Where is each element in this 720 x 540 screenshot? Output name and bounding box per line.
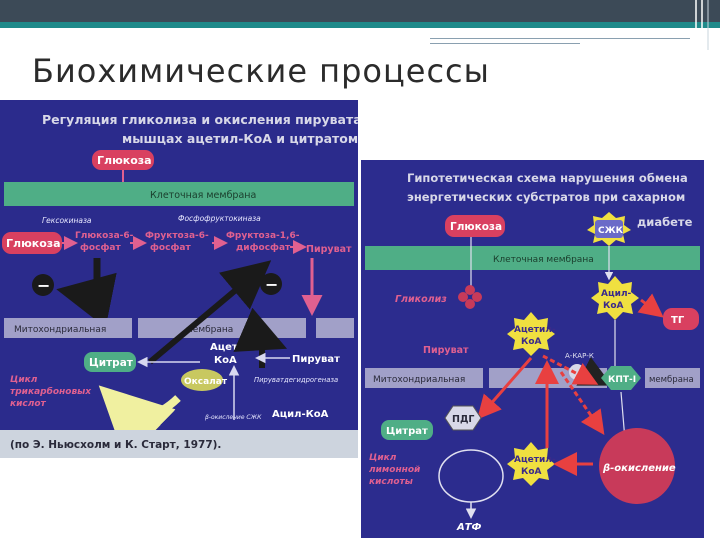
- right-heading-2: энергетических субстратов при сахарном: [407, 190, 685, 204]
- left-cell-membrane: [4, 182, 354, 206]
- right-diagram: Гипотетическая схема нарушения обмена эн…: [361, 160, 704, 538]
- right-mito-membrane-1: [365, 368, 483, 388]
- acetyl-coa-mid-label-2: КоА: [521, 337, 542, 347]
- right-mito-label: Митохондриальная: [373, 375, 465, 385]
- acyl-coa-star: [591, 276, 639, 320]
- left-heading-2: мышцах ацетил-КоА и цитратом: [122, 131, 358, 146]
- citrate-box: [84, 352, 136, 372]
- cpt-hexagon: [601, 366, 641, 390]
- tg-label: ТГ: [671, 315, 685, 326]
- beta-oxidation-circle: [599, 428, 675, 504]
- citation-label: (по Э. Ньюсхолм и К. Старт, 1977).: [10, 439, 221, 451]
- acetyl-coa-star-bottom: [507, 442, 555, 486]
- oxaloacetate-oval: [181, 369, 223, 391]
- citrate-inhibition-arrow: [148, 260, 272, 365]
- tca-label-3: кислот: [10, 399, 47, 409]
- corner-decoration: [695, 0, 709, 50]
- inhibition-symbol-right: −: [265, 275, 278, 294]
- pyruvate-mid-label: Пируват: [292, 354, 340, 365]
- glucose-top-box: [92, 150, 154, 170]
- f16bp-label-2: дифосфат: [236, 243, 291, 253]
- slide-title: Биохимические процессы: [32, 52, 490, 90]
- cycle-label-1: Цикл: [369, 453, 397, 463]
- cycle-label-3: кислоты: [369, 477, 413, 487]
- ffa-label: СЖК: [598, 226, 624, 236]
- acetyl-to-beta-arrow: [559, 371, 605, 435]
- pdh-hexagon: [444, 405, 482, 431]
- right-mito-membrane-3: [645, 368, 700, 388]
- acyl-coa-star-label-1: Ацил-: [601, 289, 632, 299]
- left-background: [0, 100, 358, 458]
- tg-box: [663, 308, 699, 330]
- glucose-box: [2, 232, 62, 254]
- citation-strip: [0, 430, 358, 458]
- hexokinase-label: Гексокиназа: [42, 216, 92, 225]
- glycolysis-block-3: [465, 285, 475, 295]
- acetyl-coa-feedback-arrow: [233, 307, 288, 368]
- right-glucose-label: Глюкоза: [450, 221, 502, 233]
- acetyl-coa-mid-label-1: Ацетил-: [514, 325, 556, 335]
- right-citrate-label: Цитрат: [386, 426, 428, 437]
- acetyl-coa-star-mid: [507, 312, 555, 356]
- atp-label: АТФ: [456, 522, 482, 533]
- right-cell-membrane-label: Клеточная мембрана: [493, 255, 594, 265]
- pdh-label: Пируватдегидрогеназа: [254, 376, 338, 384]
- right-pyruvate-label: Пируват: [423, 345, 469, 356]
- glycolysis-block-2: [472, 292, 482, 302]
- ffa-box: [595, 220, 623, 238]
- right-heading-3: диабете: [637, 215, 693, 229]
- glycolysis-block-1: [458, 292, 468, 302]
- right-glucose-box: [445, 215, 505, 237]
- f16bp-label-1: Фруктоза-1,6-: [226, 231, 300, 241]
- oxaloacetate-label: Оксалат: [184, 377, 228, 387]
- pdh-label: ПДГ: [452, 414, 474, 425]
- tca-label-2: трикарбоновых: [10, 386, 92, 397]
- left-cell-membrane-label: Клеточная мембрана: [150, 190, 256, 201]
- acetyl-coa-label-2: КоА: [214, 355, 237, 366]
- acetyl-coa-label-1: Ацетил-: [210, 342, 256, 353]
- decorative-line: [430, 38, 690, 39]
- acyl-coa-label: Ацил-КоА: [272, 409, 329, 420]
- acyl-coa-star-label-2: КоА: [603, 301, 624, 311]
- left-mito-membrane-1: [4, 318, 132, 338]
- beta-oxidation-label: β-окисление: [602, 463, 676, 474]
- acyl-carnitine-label: А-КАР-К: [565, 352, 594, 360]
- beta-oxidation-note: β-окисление СЖК: [205, 414, 262, 421]
- pfk-label: Фосфофруктокиназа: [178, 214, 261, 223]
- left-diagram: Регуляция гликолиза и окисления пирувата…: [0, 100, 358, 458]
- f6p-label-1: Фруктоза-6-: [145, 231, 209, 241]
- left-mito-membrane-3: [316, 318, 354, 338]
- acetyl-inhibits-pdh-arrow: [477, 357, 533, 420]
- g6p-label-2: фосфат: [80, 243, 121, 253]
- inhibition-symbol-left: −: [37, 276, 50, 295]
- f6p-label-2: фосфат: [150, 243, 191, 253]
- glycolysis-block-4: [465, 299, 475, 309]
- glucose-label: Глюкоза: [6, 237, 61, 250]
- decorative-line: [430, 43, 580, 44]
- tca-cycle-arrow: [98, 385, 181, 458]
- acyl-to-tg-arrow: [637, 293, 664, 318]
- acetyl-coa-bottom-label-2: КоА: [521, 467, 542, 477]
- pyruvate-top-label: Пируват: [306, 244, 352, 255]
- left-heading-1: Регуляция гликолиза и окисления пирувата…: [42, 112, 358, 127]
- citrate-label: Цитрат: [89, 357, 134, 369]
- feedback-arrow-left: [56, 258, 117, 328]
- right-membrane-label: мембрана: [649, 375, 694, 385]
- cycle-label-2: лимонной: [369, 465, 421, 475]
- inhibition-marker-left: [32, 274, 54, 296]
- slide-top-bar: [0, 0, 720, 22]
- g6p-label-1: Глюкоза-6-: [75, 231, 134, 241]
- glucose-top-label: Глюкоза: [97, 154, 152, 167]
- left-mito-label: Митохондриальная: [14, 325, 106, 335]
- right-cell-membrane: [365, 246, 700, 270]
- tca-label-1: Цикл: [10, 375, 38, 385]
- right-heading-1: Гипотетическая схема нарушения обмена: [407, 171, 688, 185]
- cpt-label: КПТ-I: [608, 375, 636, 385]
- left-membrane-label: мембрана: [186, 325, 233, 335]
- slide-accent-bar: [0, 22, 720, 28]
- right-citrate-box: [381, 420, 433, 440]
- acetyl-coa-bottom-label-1: Ацетил-: [514, 455, 556, 465]
- glycolysis-label: Гликолиз: [395, 294, 447, 305]
